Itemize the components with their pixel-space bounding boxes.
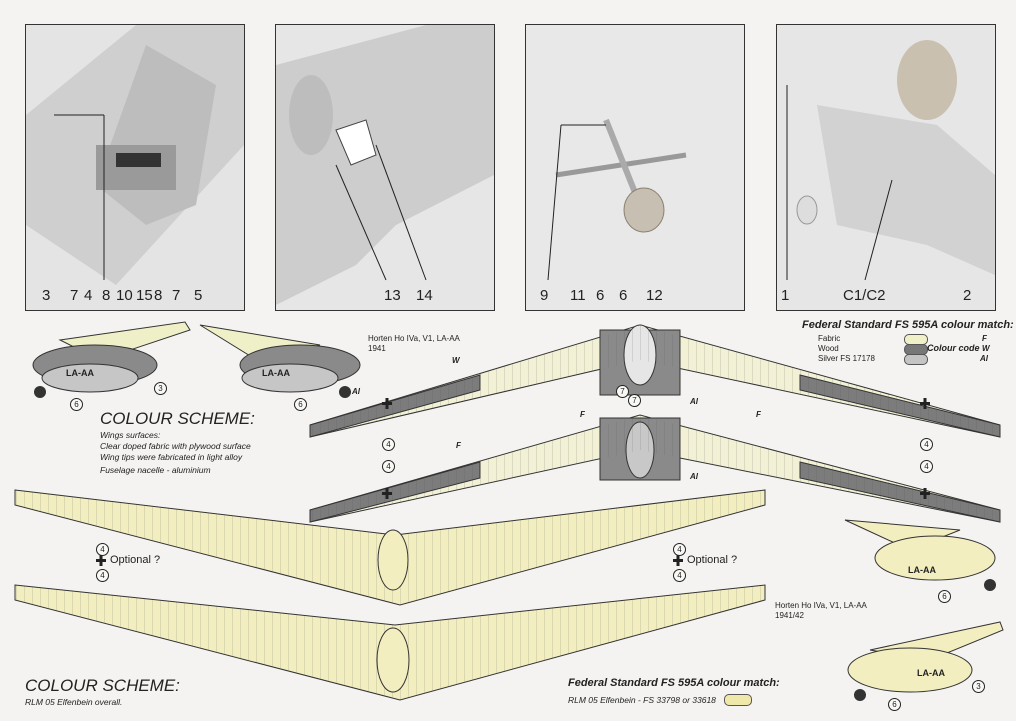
code-al-3: Al xyxy=(690,472,698,481)
callout-7: 7 xyxy=(616,385,629,398)
optional-label-right: Optional ? xyxy=(687,554,738,566)
bottom-legend-title: Federal Standard FS 595A colour match: xyxy=(568,677,780,689)
code-f-1: F xyxy=(580,410,585,419)
callout-6-top-right: 6 xyxy=(294,398,307,411)
tail-skid-photo xyxy=(276,25,494,310)
code-w: W xyxy=(452,356,460,365)
photo-panel-3: 9 11 6 6 12 xyxy=(525,24,745,311)
colour-code-title: Colour code xyxy=(927,343,980,353)
bottom-scheme-line: RLM 05 Elfenbein overall. xyxy=(25,697,123,707)
bottom-wing-upper-view xyxy=(14,489,766,606)
callout-4-e: 4 xyxy=(96,543,109,556)
code-f-3: F xyxy=(456,441,461,450)
top-wing-lower-view xyxy=(309,414,1001,523)
legend-code-w: W xyxy=(982,344,990,353)
top-scheme-line-2: Clear doped fabric with plywood surface xyxy=(100,441,251,451)
swatch-elfenbein xyxy=(724,694,752,706)
top-registration-left: LA-AA xyxy=(66,368,94,378)
bottom-side-view-lower xyxy=(847,621,1004,701)
legend-code-f: F xyxy=(982,334,987,343)
top-wing-upper-view xyxy=(309,324,1001,438)
callout-4-d: 4 xyxy=(920,460,933,473)
code-al-2: Al xyxy=(690,397,698,406)
legend-item-fabric: Fabric xyxy=(818,334,841,343)
wheel-strut-photo xyxy=(526,25,744,310)
top-scheme-line-4: Fuselage nacelle - aluminium xyxy=(100,465,211,475)
callout-6-bottom-upper: 6 xyxy=(938,590,951,603)
balkenkreuz-markings xyxy=(96,398,930,566)
top-aircraft-year: 1941 xyxy=(368,344,386,353)
bottom-wing-lower-view xyxy=(14,584,766,701)
bottom-colour-scheme-title: COLOUR SCHEME: xyxy=(25,676,180,695)
photo-panel-1: 3 7 4 8 10 15 8 7 5 xyxy=(25,24,245,311)
top-registration-right: LA-AA xyxy=(262,368,290,378)
bottom-legend-item: RLM 05 Elfenbein - FS 33798 or 33618 xyxy=(568,695,716,705)
callout-4-a: 4 xyxy=(382,438,395,451)
wing-flap-photo xyxy=(777,25,995,310)
callout-7-b: 7 xyxy=(628,394,641,407)
callout-6-top-left: 6 xyxy=(70,398,83,411)
callout-4-h: 4 xyxy=(673,569,686,582)
legend-item-wood: Wood xyxy=(818,344,839,353)
top-scheme-line-3: Wing tips were fabricated in light alloy xyxy=(100,452,243,462)
callout-4-f: 4 xyxy=(96,569,109,582)
top-side-view-left xyxy=(32,321,191,398)
optional-label-left: Optional ? xyxy=(110,554,161,566)
bottom-side-view-upper xyxy=(844,519,996,591)
photo-1-callouts: 3 7 4 8 10 15 8 7 5 xyxy=(42,287,203,304)
photo-panel-4: 1 C1/C2 2 xyxy=(776,24,996,311)
code-f-2: F xyxy=(756,410,761,419)
legend-code-al: Al xyxy=(980,354,988,363)
photo-3-callouts: 9 11 6 6 12 xyxy=(540,287,663,304)
top-side-view-right xyxy=(199,324,361,398)
code-al-1: Al xyxy=(352,387,360,396)
top-colour-scheme-title: COLOUR SCHEME: xyxy=(100,409,255,428)
legend-item-silver: Silver FS 17178 xyxy=(818,354,875,363)
landing-gear-photo xyxy=(26,25,244,310)
callout-4-g: 4 xyxy=(673,543,686,556)
bottom-aircraft-year: 1941/42 xyxy=(775,611,804,620)
bottom-registration-lower: LA-AA xyxy=(917,668,945,678)
callout-3-top: 3 xyxy=(154,382,167,395)
bottom-registration-upper: LA-AA xyxy=(908,565,936,575)
photo-panel-2: 13 14 xyxy=(275,24,495,311)
photo-2-callouts: 13 14 xyxy=(384,287,433,304)
top-legend-title: Federal Standard FS 595A colour match: xyxy=(802,319,1014,331)
swatch-silver xyxy=(904,354,928,365)
top-scheme-line-1: Wings surfaces: xyxy=(100,430,161,440)
callout-4-c: 4 xyxy=(382,460,395,473)
photo-4-callouts: 1 C1/C2 2 xyxy=(781,287,972,304)
bottom-aircraft-title: Horten Ho IVa, V1, LA-AA xyxy=(775,601,867,610)
callout-3-bottom: 3 xyxy=(972,680,985,693)
callout-6-bottom-lower: 6 xyxy=(888,698,901,711)
top-aircraft-title: Horten Ho IVa, V1, LA-AA xyxy=(368,334,460,343)
callout-4-b: 4 xyxy=(920,438,933,451)
